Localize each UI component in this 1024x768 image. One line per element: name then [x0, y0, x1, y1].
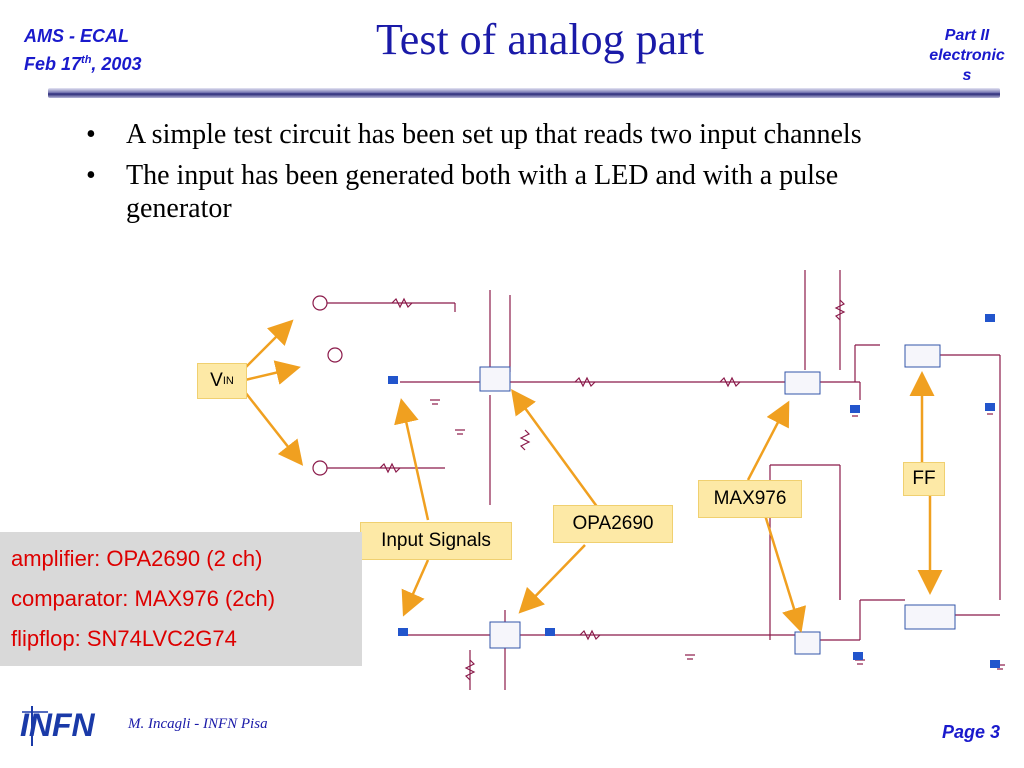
summary-flipflop: flipflop: SN74LVC2G74	[11, 626, 237, 651]
bullet-text: A simple test circuit has been set up th…	[126, 119, 862, 150]
arrow-vin-3	[244, 391, 304, 466]
summary-comparator: comparator: MAX976 (2ch)	[11, 586, 276, 611]
arrow-input-top	[394, 398, 430, 521]
opa2690-chip-top	[479, 366, 511, 392]
schematic-chips	[479, 344, 956, 655]
infn-logo: INFN	[20, 706, 96, 746]
input-source-3	[312, 460, 328, 476]
bullet-text: The input has been generated both with a…	[126, 160, 839, 224]
ff-chip-top	[904, 344, 941, 368]
header-experiment: AMS - ECAL	[24, 26, 129, 46]
max976-chip-bottom	[794, 631, 821, 655]
bullet-marker: •	[86, 160, 96, 191]
arrow-max-top	[746, 400, 790, 481]
summary-amplifier: amplifier: OPA2690 (2 ch)	[11, 546, 263, 571]
arrow-max-bottom	[763, 514, 807, 633]
schematic-terminals	[388, 314, 1000, 668]
callout-ff: FF	[903, 462, 945, 496]
schematic-wires	[312, 270, 1005, 690]
opa2690-chip-bottom	[489, 621, 521, 649]
input-source-2	[327, 347, 343, 363]
callout-max976: MAX976	[698, 480, 802, 518]
arrow-vin-1	[244, 319, 294, 369]
callout-opa2690: OPA2690	[553, 505, 673, 543]
ff-chip-bottom	[904, 604, 956, 630]
arrow-input-bottom	[401, 559, 430, 617]
bullet-item: • The input has been generated both with …	[86, 159, 946, 225]
arrow-opa-top	[511, 388, 600, 509]
arrow-vin-2	[244, 360, 301, 385]
bullet-item: • A simple test circuit has been set up t…	[86, 118, 946, 151]
header-divider	[48, 88, 1000, 98]
input-source-1	[312, 295, 328, 311]
header-affiliation: AMS - ECAL Feb 17th, 2003	[24, 24, 224, 76]
page-number: Page 3	[941, 722, 1000, 742]
callout-arrows	[244, 319, 943, 633]
components-summary: amplifier: OPA2690 (2 ch) comparator: MA…	[0, 532, 362, 666]
bullet-marker: •	[86, 119, 96, 150]
max976-chip-top	[784, 371, 821, 395]
footer-author: M. Incagli - INFN Pisa	[128, 716, 268, 732]
callout-input-signals: Input Signals	[360, 522, 512, 560]
bullet-list: • A simple test circuit has been set up t…	[86, 118, 946, 233]
arrow-opa-bottom	[518, 544, 586, 614]
page-title: Test of analog part	[375, 15, 705, 64]
header-section: Part II electronic s	[929, 27, 1005, 84]
header-date: Feb 17th, 2003	[24, 54, 142, 74]
